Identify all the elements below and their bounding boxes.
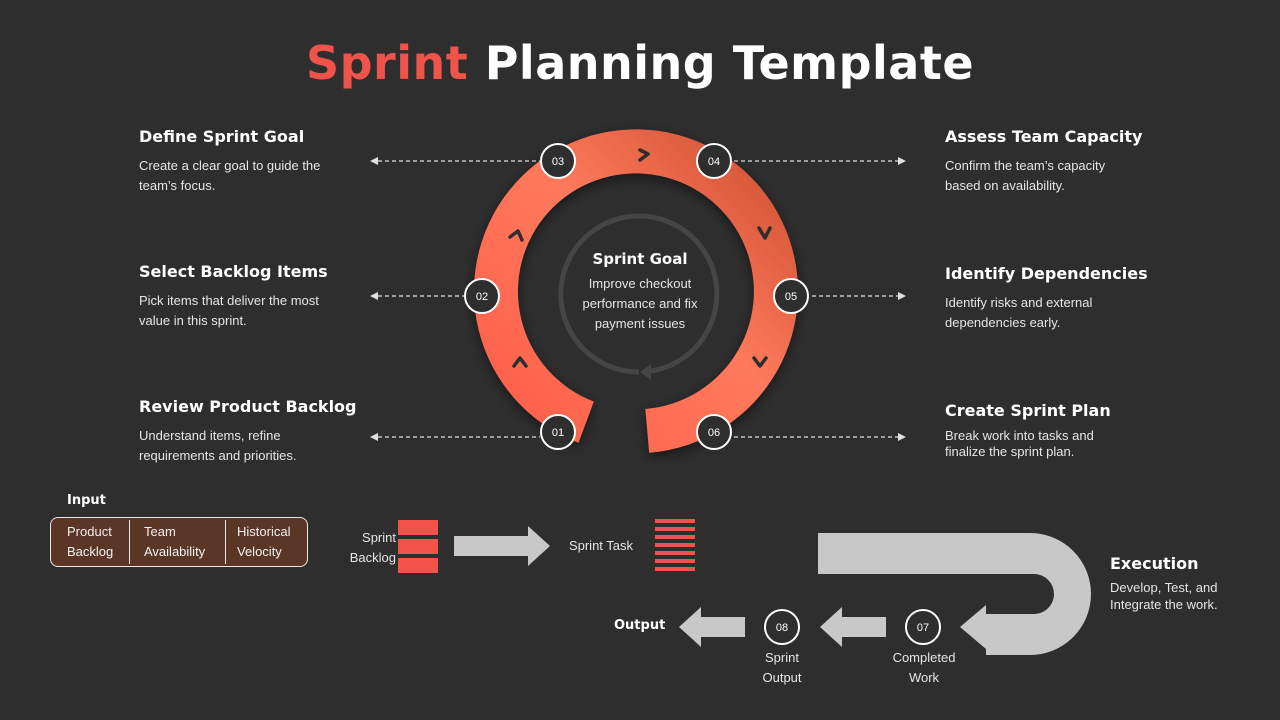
title-accent: Sprint [305, 36, 469, 90]
step-circle-07 [905, 609, 941, 645]
flow-arrow-to-08 [820, 607, 886, 647]
step-review-product-backlog: Review Product Backlog Understand items,… [139, 397, 409, 466]
sprint-goal: Sprint Goal Improve checkout performance… [560, 250, 720, 334]
step-number-06: 06 [708, 427, 720, 439]
chevron-icon [631, 427, 643, 443]
step-text: Break work into tasks and finalize the s… [945, 428, 1094, 459]
step-number-03: 03 [552, 156, 564, 168]
step-text: Identify risks and external dependencies… [945, 295, 1093, 330]
input-box: Product Backlog Team Availability Histor… [50, 517, 308, 567]
step-circle-08 [764, 609, 800, 645]
arrowhead-05 [898, 292, 906, 300]
inner-ring-arrowhead [640, 364, 651, 380]
arrowhead-01 [370, 433, 378, 441]
step-define-sprint-goal: Define Sprint Goal Create a clear goal t… [139, 127, 409, 196]
step-heading: Select Backlog Items [139, 262, 328, 281]
step-assess-team-capacity: Assess Team Capacity Confirm the team’s … [945, 127, 1215, 196]
completed-work-line: Work [908, 670, 940, 685]
page-title: Sprint Planning Template [0, 36, 1280, 90]
execution-block: Execution Develop, Test, and Integrate t… [1110, 554, 1270, 613]
flow-arrow-to-output [679, 607, 745, 647]
step-number-01: 01 [552, 427, 564, 439]
input-item-historical-velocity: Historical Velocity [225, 520, 307, 564]
step-circle-02 [464, 278, 500, 314]
chevron-icon [508, 229, 524, 242]
step-circle-01 [540, 414, 576, 450]
connector-arrowheads [370, 157, 906, 441]
input-item-line: Historical [237, 524, 291, 539]
step-number-02: 02 [476, 291, 488, 303]
step-number-04: 04 [708, 156, 720, 168]
input-item-product-backlog: Product Backlog [51, 520, 129, 564]
output-label: Output [614, 618, 666, 633]
sprint-backlog-line: Backlog [349, 550, 396, 565]
input-item-team-availability: Team Availability [129, 520, 225, 564]
step-heading: Assess Team Capacity [945, 127, 1143, 146]
step-text: Confirm the team’s capacity based on ava… [945, 158, 1106, 193]
chevron-icon [757, 226, 772, 240]
sprint-backlog-icon [398, 520, 438, 573]
arrowhead-06 [898, 433, 906, 441]
step-identify-dependencies: Identify Dependencies Identify risks and… [945, 264, 1215, 333]
step-heading: Define Sprint Goal [139, 127, 305, 146]
execution-text: Develop, Test, and Integrate the work. [1110, 580, 1218, 612]
input-item-line: Availability [144, 544, 206, 559]
step-heading: Create Sprint Plan [945, 401, 1111, 420]
execution-heading: Execution [1110, 554, 1199, 573]
title-rest: Planning Template [484, 36, 975, 90]
input-item-line: Velocity [237, 544, 282, 559]
sprint-goal-text: Improve checkout performance and fix pay… [582, 276, 698, 331]
step-number-07: 07 [917, 622, 929, 634]
step-select-backlog-items: Select Backlog Items Pick items that del… [139, 262, 409, 331]
step-heading: Review Product Backlog [139, 397, 357, 416]
sprint-task-label: Sprint Task [568, 538, 634, 553]
inner-ring [558, 213, 720, 375]
step-circle-04 [696, 143, 732, 179]
input-item-line: Product [67, 524, 112, 539]
step-text: Create a clear goal to guide the team’s … [139, 158, 321, 193]
flow-arrow-to-task [454, 526, 550, 566]
step-circle-06 [696, 414, 732, 450]
chevron-icon [512, 356, 528, 368]
step-circle-03 [540, 143, 576, 179]
arrowhead-04 [898, 157, 906, 165]
step-number-05: 05 [785, 291, 797, 303]
completed-work-label: Completed Work [876, 648, 972, 688]
arrowhead-03 [370, 157, 378, 165]
sprint-output-label: Sprint Output [742, 648, 822, 688]
completed-work-line: Completed [892, 650, 956, 665]
sprint-output-line: Sprint [765, 650, 799, 665]
input-label: Input [67, 493, 106, 508]
connector-lines [378, 160, 898, 438]
step-circle-05 [773, 278, 809, 314]
input-item-line: Backlog [67, 544, 114, 559]
sprint-task-icon [655, 519, 695, 571]
sprint-goal-heading: Sprint Goal [592, 250, 688, 268]
step-number-08: 08 [776, 622, 788, 634]
step-create-sprint-plan: Create Sprint Plan Break work into tasks… [945, 401, 1215, 460]
step-heading: Identify Dependencies [945, 264, 1148, 283]
sprint-backlog-label: Sprint Backlog [330, 528, 396, 568]
chevron-icon [638, 148, 650, 162]
sprint-output-line: Output [762, 670, 802, 685]
step-text: Understand items, refine requirements an… [139, 428, 297, 463]
sprint-backlog-line: Sprint [362, 530, 396, 545]
step-circles [464, 143, 809, 450]
ring-chevrons [508, 148, 772, 443]
arrowhead-02 [370, 292, 378, 300]
execution-u-arrow [818, 533, 1091, 655]
chevron-icon [752, 356, 768, 368]
step-text: Pick items that deliver the most value i… [139, 293, 319, 328]
input-item-line: Team [144, 524, 176, 539]
